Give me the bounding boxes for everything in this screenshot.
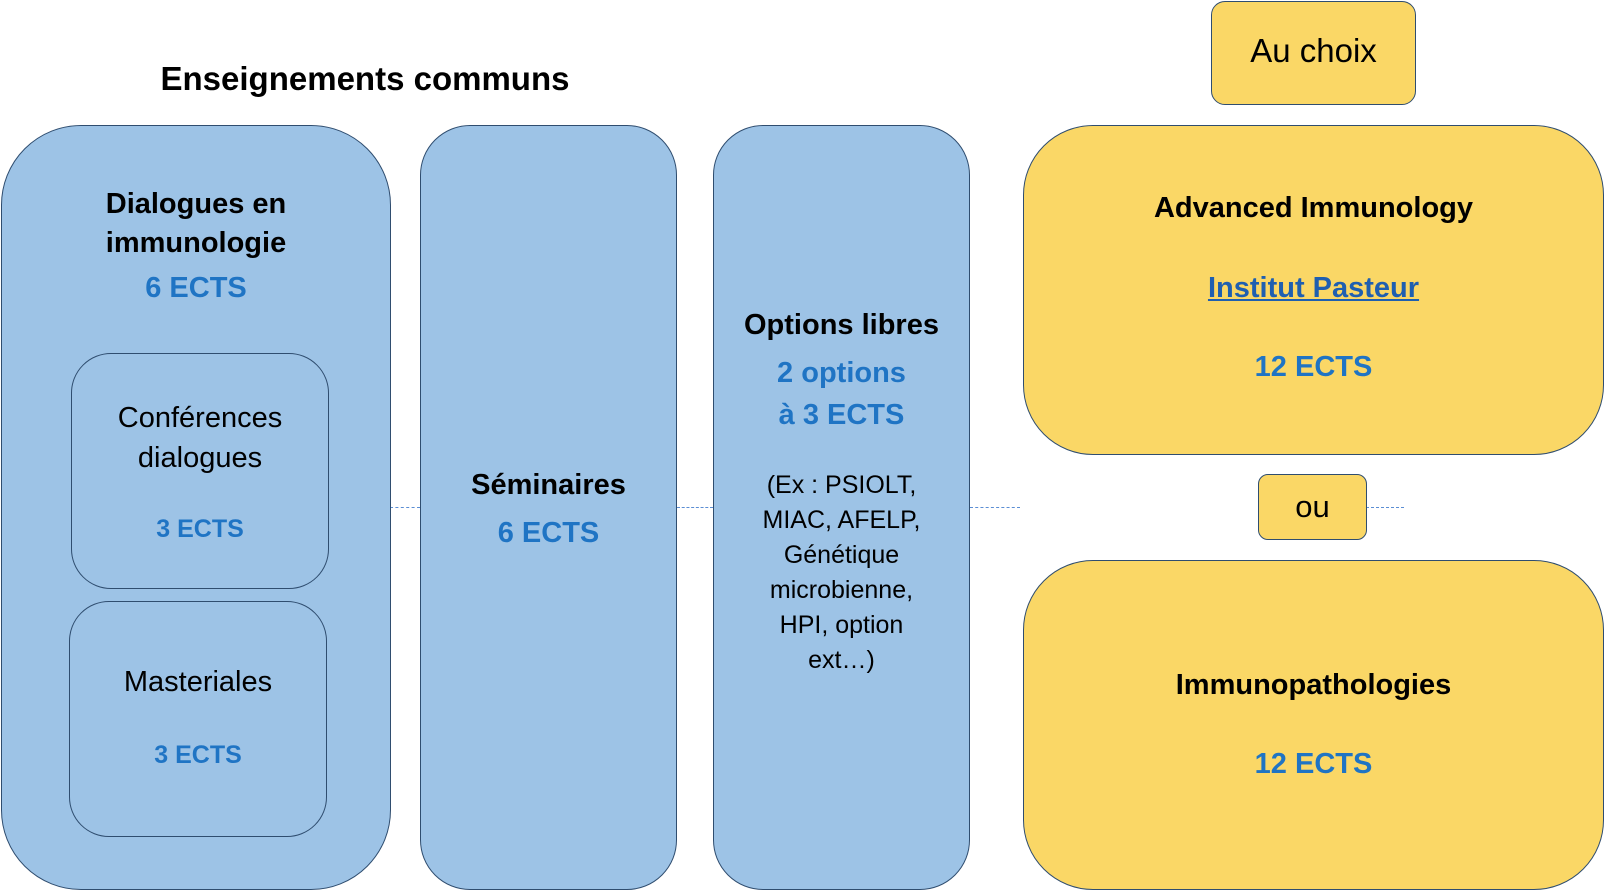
dialogues-box: Dialogues en immunologie 6 ECTS Conféren… bbox=[1, 125, 391, 890]
masteriales-ects: 3 ECTS bbox=[154, 741, 242, 769]
advanced-immunology-ects: 12 ECTS bbox=[1254, 351, 1373, 383]
or-label: ou bbox=[1295, 489, 1330, 524]
dialogues-title-line2: immunologie bbox=[105, 227, 287, 259]
institut-pasteur-link-wrap: Institut Pasteur bbox=[1024, 272, 1603, 305]
dialogues-title-line1: Dialogues en bbox=[105, 188, 287, 220]
options-box: Options libres 2 options à 3 ECTS (Ex : … bbox=[713, 125, 970, 890]
options-example-3: Génétique bbox=[783, 541, 900, 569]
options-credits: à 3 ECTS bbox=[778, 399, 905, 431]
choice-label: Au choix bbox=[1250, 32, 1377, 69]
advanced-immunology-title: Advanced Immunology bbox=[1153, 192, 1474, 224]
institut-pasteur-link[interactable]: Institut Pasteur bbox=[1207, 272, 1420, 304]
seminaires-title: Séminaires bbox=[471, 469, 626, 501]
dialogues-ects: 6 ECTS bbox=[145, 272, 247, 304]
advanced-immunology-box: Advanced Immunology Institut Pasteur 12 … bbox=[1023, 125, 1604, 455]
connector-line-3 bbox=[970, 507, 1020, 508]
connector-line-1 bbox=[390, 507, 420, 508]
options-example-5: HPI, option bbox=[779, 611, 904, 639]
masteriales-box: Masteriales 3 ECTS bbox=[69, 601, 327, 837]
options-example-6: ext…) bbox=[808, 646, 875, 674]
options-count: 2 options bbox=[777, 357, 906, 389]
options-example-2: MIAC, AFELP, bbox=[762, 506, 921, 534]
masteriales-label: Masteriales bbox=[123, 666, 273, 698]
seminaires-box: Séminaires 6 ECTS bbox=[420, 125, 677, 890]
options-example-1: (Ex : PSIOLT, bbox=[766, 471, 917, 499]
options-title: Options libres bbox=[744, 309, 939, 341]
connector-line-2 bbox=[677, 507, 713, 508]
conferences-line1: Conférences bbox=[117, 402, 283, 434]
immunopathologies-ects: 12 ECTS bbox=[1254, 748, 1373, 780]
immunopathologies-box: Immunopathologies 12 ECTS bbox=[1023, 560, 1604, 890]
seminaires-ects: 6 ECTS bbox=[497, 517, 600, 549]
conferences-box: Conférences dialogues 3 ECTS bbox=[71, 353, 329, 589]
options-example-4: microbienne, bbox=[769, 576, 914, 604]
choice-box: Au choix bbox=[1211, 1, 1416, 105]
or-box: ou bbox=[1258, 474, 1367, 540]
conferences-line2: dialogues bbox=[137, 442, 263, 474]
page-title: Enseignements communs bbox=[160, 60, 570, 97]
conferences-ects: 3 ECTS bbox=[156, 515, 244, 543]
connector-line-4 bbox=[1366, 507, 1404, 508]
immunopathologies-title: Immunopathologies bbox=[1175, 669, 1452, 701]
